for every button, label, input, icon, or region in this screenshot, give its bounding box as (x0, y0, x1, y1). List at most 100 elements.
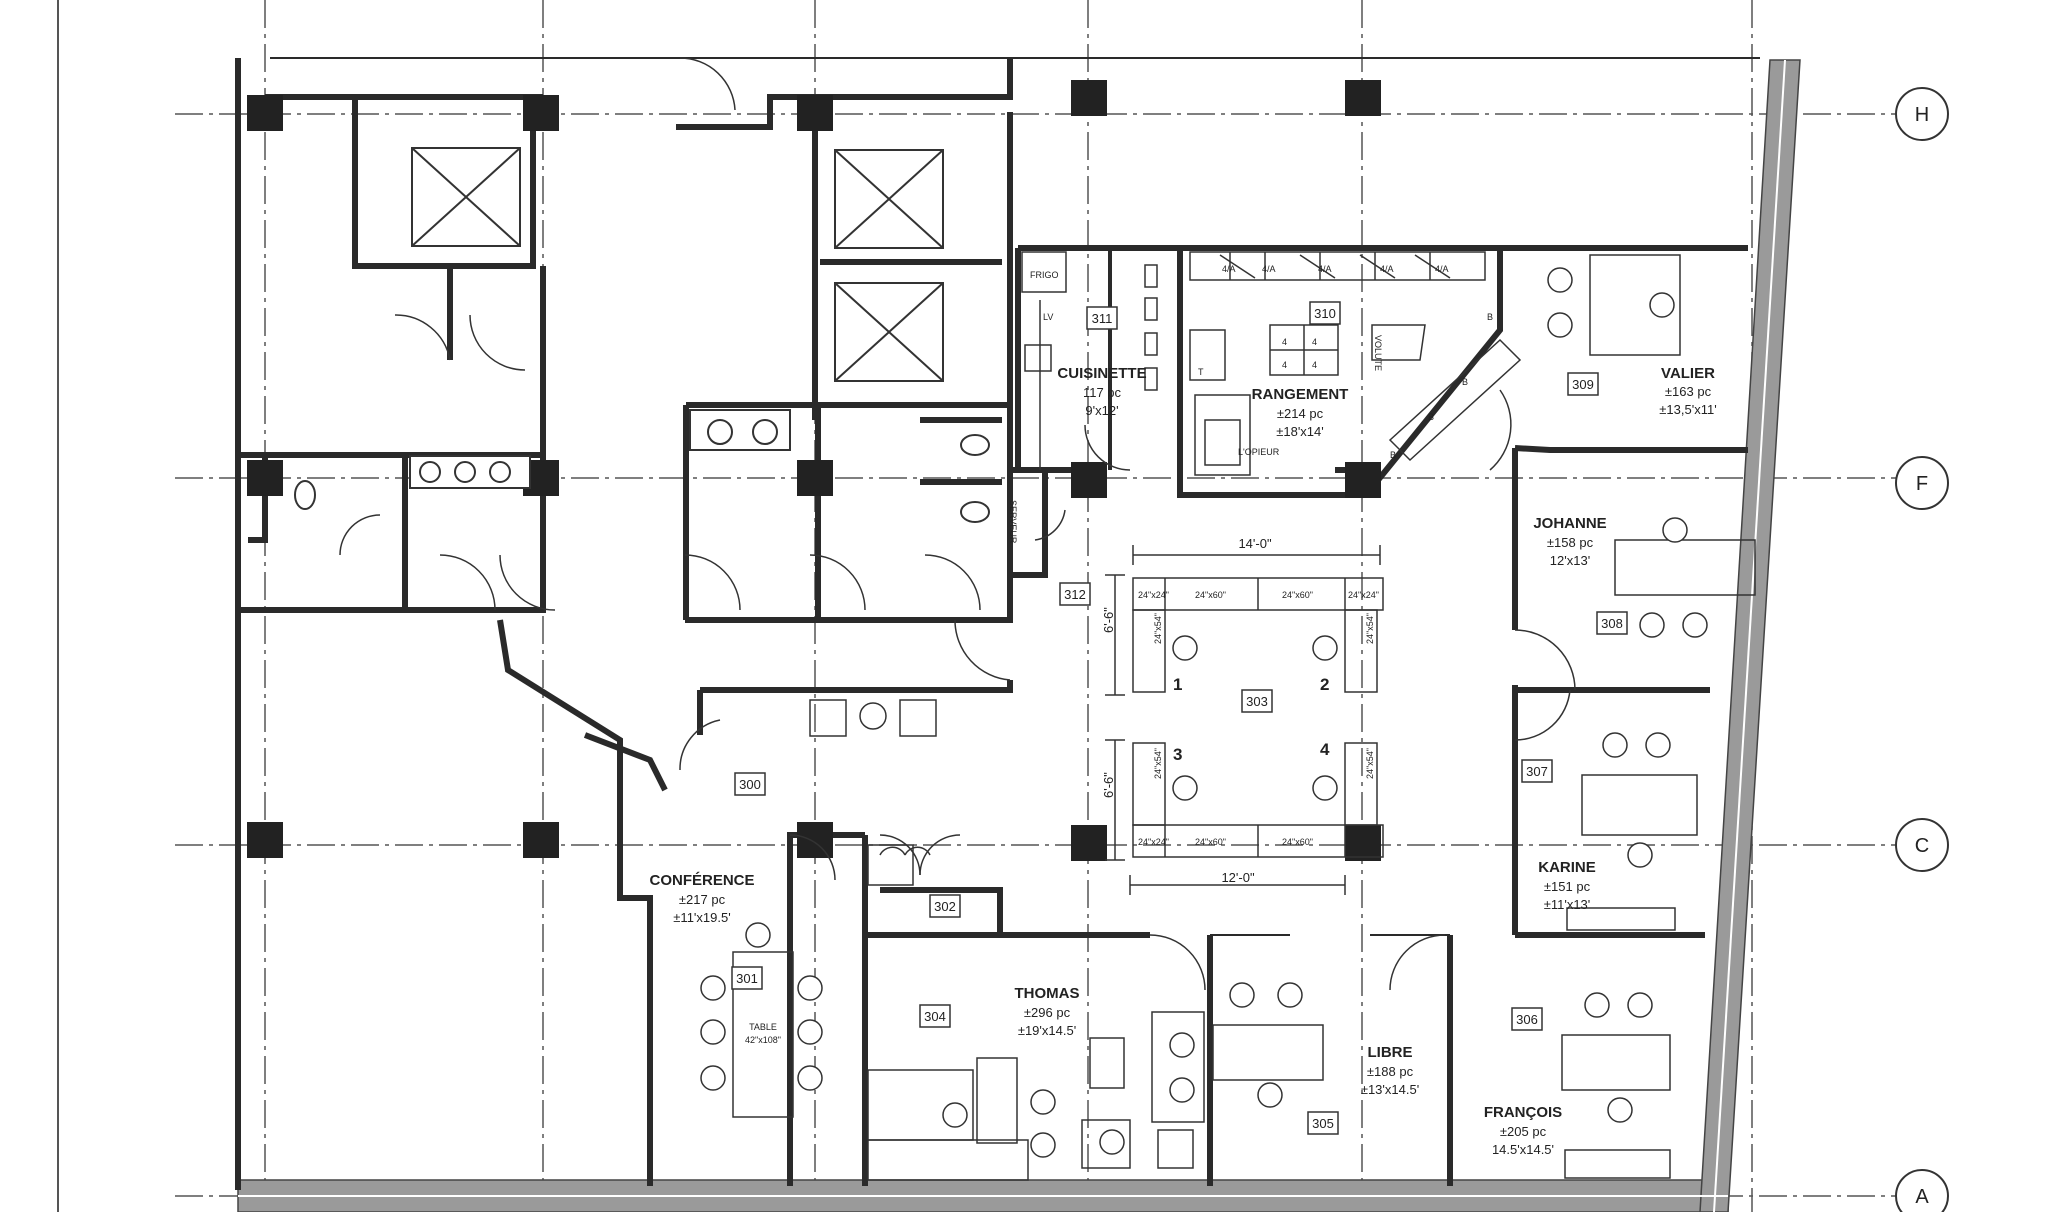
walls (235, 57, 1760, 1190)
svg-text:±205 pc: ±205 pc (1500, 1124, 1547, 1139)
storage-shelving (1189, 251, 1522, 476)
svg-text:4: 4 (1282, 360, 1287, 370)
svg-text:A: A (1915, 1186, 1929, 1208)
svg-text:4/A: 4/A (1262, 264, 1276, 274)
svg-text:24"x60": 24"x60" (1195, 837, 1226, 847)
grid-bubble-c: C (1895, 818, 1949, 872)
tag-304: 304 (924, 1009, 946, 1024)
tag-311: 311 (1092, 311, 1113, 326)
room-label-valier: VALIER ±163 pc ±13,5'x11' (1659, 365, 1716, 417)
dimension-lines (1105, 545, 1381, 895)
dim-left-top: 6'-6" (1101, 607, 1116, 633)
svg-text:KARINE: KARINE (1538, 859, 1596, 876)
svg-text:24"x60": 24"x60" (1282, 837, 1313, 847)
room-label-thomas: THOMAS ±296 pc ±19'x14.5' (1015, 985, 1080, 1038)
svg-text:14.5'x14.5': 14.5'x14.5' (1492, 1142, 1554, 1157)
svg-text:TABLE: TABLE (749, 1022, 777, 1032)
svg-text:±13'x14.5': ±13'x14.5' (1361, 1082, 1419, 1097)
dim-top: 14'-0" (1238, 536, 1272, 551)
svg-text:4: 4 (1312, 360, 1317, 370)
workstation-cluster (1132, 577, 1384, 858)
svg-text:LV: LV (1043, 312, 1053, 322)
svg-text:C: C (1915, 835, 1929, 857)
svg-text:CONFÉRENCE: CONFÉRENCE (649, 872, 754, 889)
chairs (700, 267, 1708, 1158)
svg-text:4/A: 4/A (1318, 264, 1332, 274)
workstation-1: 1 (1173, 675, 1182, 694)
grid-bubble-f: F (1895, 456, 1949, 510)
svg-text:24"x24": 24"x24" (1138, 590, 1169, 600)
svg-text:±13,5'x11': ±13,5'x11' (1659, 402, 1716, 417)
tag-308: 308 (1601, 616, 1623, 631)
svg-text:±11'x13': ±11'x13' (1544, 897, 1591, 912)
tag-309: 309 (1572, 377, 1594, 392)
svg-text:4/A: 4/A (1435, 264, 1449, 274)
svg-text:±151 pc: ±151 pc (1544, 879, 1591, 894)
svg-text:B: B (1462, 377, 1468, 387)
svg-text:B: B (1390, 450, 1396, 460)
svg-text:L'OPIEUR: L'OPIEUR (1238, 447, 1280, 457)
workstation-3: 3 (1173, 745, 1182, 764)
workstation-2: 2 (1320, 675, 1329, 694)
svg-text:24"x24": 24"x24" (1348, 590, 1379, 600)
svg-text:±163 pc: ±163 pc (1665, 384, 1712, 399)
svg-text:12'x13': 12'x13' (1550, 553, 1590, 568)
workstation-4: 4 (1320, 740, 1330, 759)
svg-text:4/A: 4/A (1222, 264, 1236, 274)
exterior-window-wall (237, 59, 1801, 1212)
svg-text:T: T (1198, 367, 1204, 377)
washroom-fixtures (294, 409, 990, 523)
svg-text:24"x54": 24"x54" (1365, 613, 1375, 644)
room-label-francois: FRANÇOIS ±205 pc 14.5'x14.5' (1484, 1104, 1562, 1157)
svg-text:24"x54": 24"x54" (1365, 748, 1375, 779)
svg-text:THOMAS: THOMAS (1015, 985, 1080, 1002)
door-swings (339, 57, 1576, 991)
svg-text:9'x12': 9'x12' (1085, 403, 1118, 418)
svg-text:SERVEUR: SERVEUR (1008, 500, 1018, 544)
tag-306: 306 (1516, 1012, 1538, 1027)
room-tags (731, 301, 1628, 1135)
tag-312: 312 (1064, 587, 1086, 602)
svg-text:LIBRE: LIBRE (1368, 1044, 1413, 1061)
conference-table-label: TABLE 42"x108" (745, 1022, 781, 1045)
svg-text:4/A: 4/A (1380, 264, 1394, 274)
tag-300: 300 (739, 777, 761, 792)
office-furniture (732, 254, 1756, 1181)
room-label-cuisinette: CUISINETTE 117 pc 9'x12' (1057, 365, 1146, 418)
svg-text:RANGEMENT: RANGEMENT (1252, 386, 1349, 403)
room-label-karine: KARINE ±151 pc ±11'x13' (1538, 859, 1596, 912)
elevator-shaft (411, 147, 944, 382)
svg-text:±188 pc: ±188 pc (1367, 1064, 1414, 1079)
kitchen-counter (1021, 251, 1158, 470)
svg-text:24"x24": 24"x24" (1138, 837, 1169, 847)
dim-bottom: 12'-0" (1221, 870, 1255, 885)
svg-text:±217 pc: ±217 pc (679, 892, 726, 907)
tag-302: 302 (934, 899, 956, 914)
svg-text:24"x60": 24"x60" (1282, 590, 1313, 600)
svg-text:H: H (1915, 104, 1929, 126)
svg-text:42"x108": 42"x108" (745, 1035, 781, 1045)
svg-text:±18'x14': ±18'x14' (1276, 424, 1324, 439)
svg-text:4: 4 (1282, 337, 1287, 347)
tag-305: 305 (1312, 1116, 1334, 1131)
room-label-rangement: RANGEMENT ±214 pc ±18'x14' (1252, 386, 1349, 439)
structural-columns (247, 80, 1381, 861)
svg-text:±296 pc: ±296 pc (1024, 1005, 1071, 1020)
svg-text:24"x60": 24"x60" (1195, 590, 1226, 600)
svg-text:VOLUTE: VOLUTE (1373, 335, 1383, 371)
svg-text:JOHANNE: JOHANNE (1533, 515, 1606, 532)
svg-text:±19'x14.5': ±19'x14.5' (1018, 1023, 1076, 1038)
svg-text:117 pc: 117 pc (1083, 385, 1122, 400)
svg-text:B: B (1428, 412, 1434, 422)
tag-303: 303 (1246, 694, 1268, 709)
svg-text:±11'x19.5': ±11'x19.5' (673, 910, 730, 925)
svg-text:24"x54": 24"x54" (1153, 748, 1163, 779)
room-label-libre: LIBRE ±188 pc ±13'x14.5' (1361, 1044, 1419, 1097)
tag-301: 301 (736, 971, 758, 986)
tag-310: 310 (1314, 306, 1336, 321)
grid-bubble-a: A (1895, 1169, 1949, 1212)
svg-text:FRANÇOIS: FRANÇOIS (1484, 1104, 1562, 1121)
svg-text:FRIGO: FRIGO (1030, 270, 1059, 280)
svg-text:B: B (1487, 312, 1493, 322)
